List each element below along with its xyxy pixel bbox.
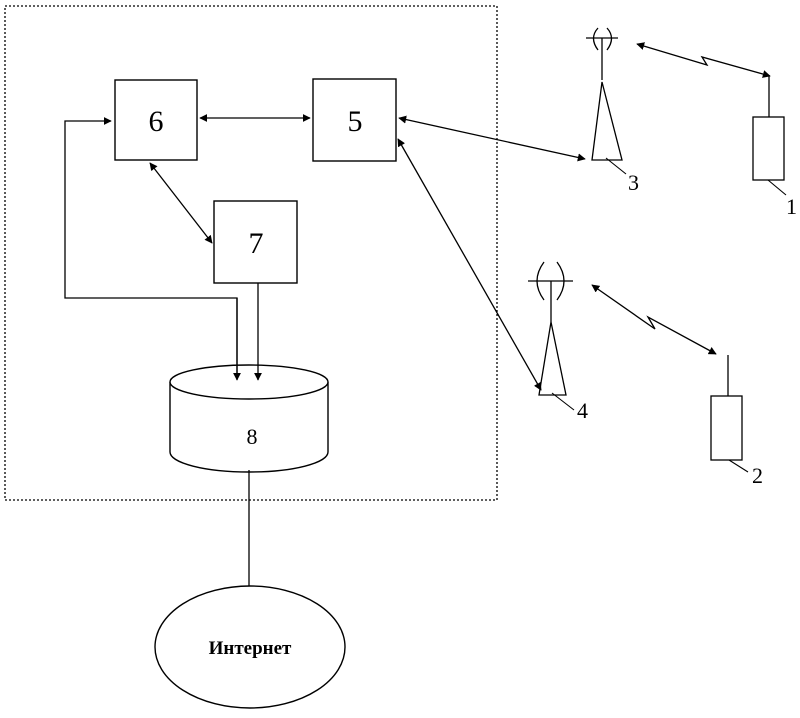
terminal-2-label: 2 <box>752 463 763 488</box>
link-5-station-4 <box>398 139 541 390</box>
internet-label: Интернет <box>209 638 292 659</box>
block-6: 6 <box>115 80 197 160</box>
block-5-label: 5 <box>348 105 363 138</box>
terminal-2: 2 <box>711 355 763 488</box>
base-station-4: 4 <box>528 262 588 423</box>
station-4-label: 4 <box>577 398 588 423</box>
database-8-label: 8 <box>247 424 258 449</box>
terminal-1-label: 1 <box>786 194 797 219</box>
block-6-label: 6 <box>149 105 164 138</box>
radio-link-4-2 <box>592 285 716 354</box>
block-7: 7 <box>214 201 297 283</box>
block-5: 5 <box>313 79 396 161</box>
base-station-3: 3 <box>586 28 639 195</box>
database-8: 8 <box>170 365 328 472</box>
block-7-label: 7 <box>249 227 264 260</box>
station-3-label: 3 <box>628 170 639 195</box>
link-6-7 <box>150 163 212 243</box>
radio-link-3-1 <box>637 44 770 76</box>
internet-cloud: Интернет <box>155 586 345 708</box>
terminal-1: 1 <box>753 76 797 219</box>
link-5-station-3 <box>399 118 585 159</box>
